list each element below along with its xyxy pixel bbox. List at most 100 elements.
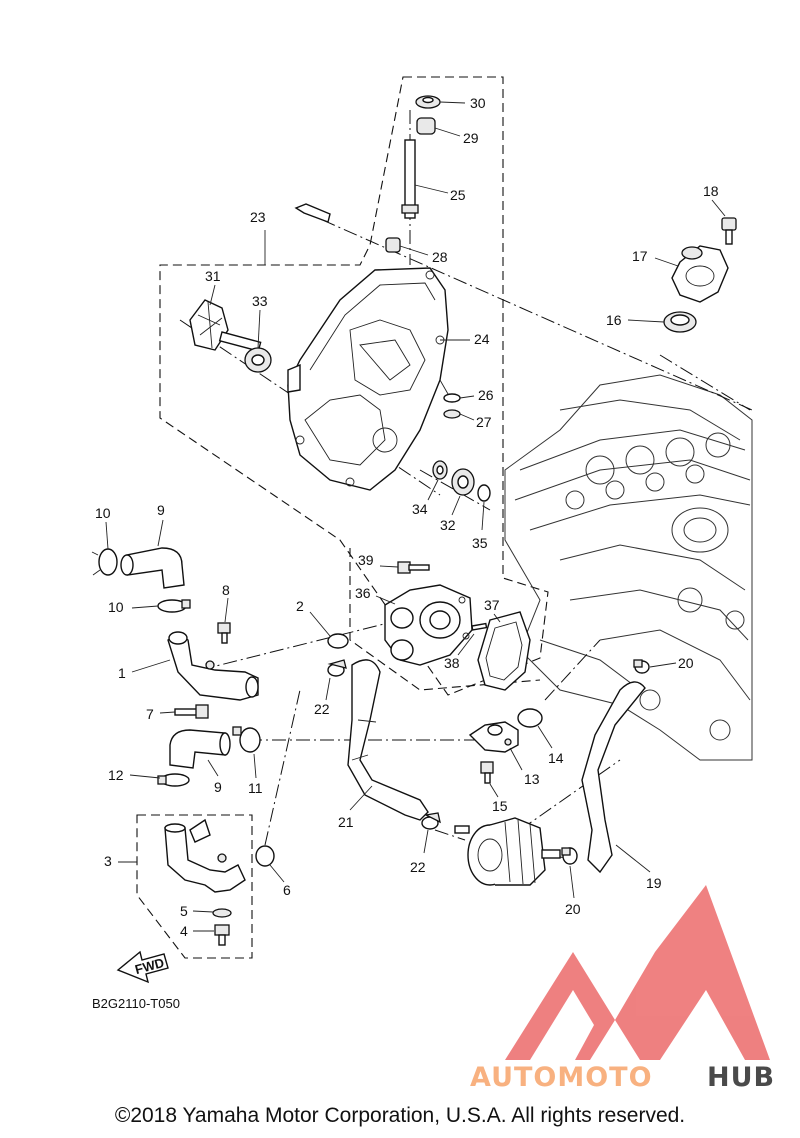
label-16: 16 [606, 312, 622, 328]
part-1-pipe [131, 631, 259, 701]
part-5-washer [192, 908, 232, 918]
label-5: 5 [180, 903, 188, 919]
label-4: 4 [180, 923, 188, 939]
fwd-label: FWD [133, 955, 165, 977]
label-15: 15 [492, 798, 508, 814]
label-3: 3 [104, 853, 112, 869]
part-16-thermostat [627, 311, 697, 333]
part-28-sleeve [385, 237, 429, 256]
label-34: 34 [412, 501, 428, 517]
label-21: 21 [338, 814, 354, 830]
part-11-clamp [232, 726, 261, 779]
label-33: 33 [252, 293, 268, 309]
label-23: 23 [250, 209, 266, 225]
part-14-o-ring [517, 708, 553, 749]
part-7-bolt [159, 704, 209, 719]
part-10-clamp-top [91, 521, 118, 576]
part-20-clamp-upper [633, 659, 677, 674]
label-2: 2 [296, 598, 304, 614]
label-28: 28 [432, 249, 448, 265]
part-38-dowel [457, 622, 488, 656]
label-14: 14 [548, 750, 564, 766]
label-20-upper: 20 [678, 655, 694, 671]
label-19: 19 [646, 875, 662, 891]
part-bolt-cover [294, 203, 331, 223]
part-20-clamp-lower [561, 847, 578, 899]
part-22-clamp-upper [325, 659, 347, 701]
drawing-code: B2G2110-T050 [92, 996, 180, 1011]
assembly-boundaries [136, 76, 549, 959]
label-13: 13 [524, 771, 540, 787]
part-22-clamp-lower [421, 812, 441, 854]
part-6-o-ring [255, 845, 285, 883]
part-12-clamp [129, 773, 190, 787]
part-39-bolt [379, 561, 430, 574]
label-31: 31 [205, 268, 221, 284]
part-30-seal [415, 95, 466, 109]
part-33-seal [244, 309, 272, 373]
label-18: 18 [703, 183, 719, 199]
label-7: 7 [146, 706, 154, 722]
label-24: 24 [474, 331, 490, 347]
cover-assembly-boundary [159, 76, 549, 696]
part-34-washer [427, 460, 448, 501]
label-39: 39 [358, 552, 374, 568]
part-8-bolt [217, 597, 231, 644]
part-18-bolt [711, 199, 737, 245]
label-37: 37 [484, 597, 500, 613]
part-29-collar [416, 117, 461, 137]
fwd-arrow-badge: FWD [116, 950, 169, 984]
label-32: 32 [440, 517, 456, 533]
label-38: 38 [444, 655, 460, 671]
part-26-clip [439, 379, 475, 403]
label-10-mid: 10 [108, 599, 124, 615]
label-36: 36 [355, 585, 371, 601]
label-8: 8 [222, 582, 230, 598]
pump-housing-boundary [349, 548, 541, 691]
part-3-pipe [118, 818, 246, 893]
label-17: 17 [632, 248, 648, 264]
label-29: 29 [463, 130, 479, 146]
part-9-hose-lower [169, 729, 231, 777]
part-10-clamp-mid [131, 599, 191, 613]
label-12: 12 [108, 767, 124, 783]
part-37-gasket [477, 611, 531, 691]
part-17-thermostat-housing [654, 245, 729, 303]
part-35-circlip [477, 484, 491, 531]
part-21-hose [347, 659, 429, 821]
label-1: 1 [118, 665, 126, 681]
label-9-lower: 9 [214, 779, 222, 795]
part-9-hose-top [120, 519, 185, 589]
watermark-logo: AUTOMOTO HUB [470, 885, 775, 1093]
part-27-washer [443, 409, 475, 421]
engine-block [504, 374, 753, 761]
label-25: 25 [450, 187, 466, 203]
part-36-pump-housing [375, 584, 473, 666]
part-labels: 30 29 25 23 28 31 33 24 26 27 34 32 35 1… [92, 95, 719, 1011]
label-26: 26 [478, 387, 494, 403]
label-30: 30 [470, 95, 486, 111]
part-oil-cooler [454, 817, 561, 886]
label-20-lower: 20 [565, 901, 581, 917]
part-19-hose [581, 681, 651, 874]
label-6: 6 [283, 882, 291, 898]
label-27: 27 [476, 414, 492, 430]
part-25-shaft [401, 139, 449, 219]
part-15-bolt [480, 761, 499, 798]
label-9-top: 9 [157, 502, 165, 518]
label-22-lower: 22 [410, 859, 426, 875]
label-35: 35 [472, 535, 488, 551]
part-4-bolt [193, 924, 230, 946]
watermark-text-primary: AUTOMOTO [470, 1062, 653, 1093]
part-32-bearing [451, 468, 475, 516]
part-24-pump-cover [287, 267, 470, 491]
part-2-o-ring [309, 611, 349, 649]
label-22-upper: 22 [314, 701, 330, 717]
copyright-notice: ©2018 Yamaha Motor Corporation, U.S.A. A… [114, 1104, 686, 1127]
part-13-joint [468, 721, 523, 771]
label-10-top: 10 [95, 505, 111, 521]
watermark-text-secondary: HUB [707, 1062, 775, 1093]
label-11: 11 [248, 780, 263, 796]
watermark-triangle [505, 885, 770, 1060]
